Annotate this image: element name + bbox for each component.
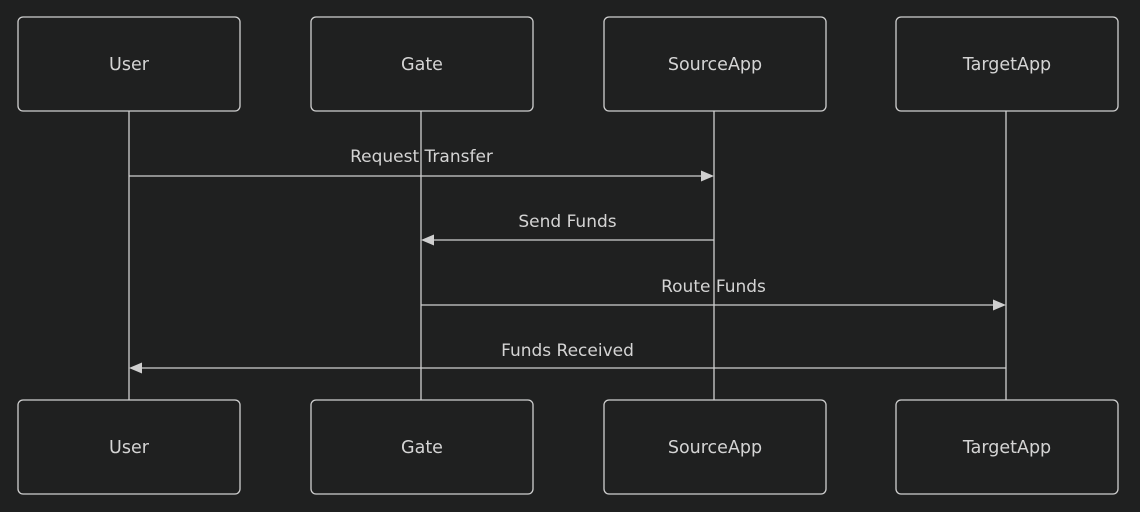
actor-box-rect: [603, 399, 827, 495]
actor-box-rect: [895, 16, 1119, 112]
message-label: Request Transfer: [350, 147, 493, 167]
message-label: Route Funds: [661, 277, 766, 297]
actor-box-gate-top[interactable]: Gate: [310, 16, 534, 112]
actor-box-sourceapp-top[interactable]: SourceApp: [603, 16, 827, 112]
actor-box-rect: [895, 399, 1119, 495]
actor-box-sourceapp-bottom[interactable]: SourceApp: [603, 399, 827, 495]
message-arrowhead: [701, 170, 714, 182]
message-label: Send Funds: [518, 212, 616, 232]
actor-label-sourceapp: SourceApp: [668, 438, 762, 458]
actor-label-targetapp: TargetApp: [962, 55, 1051, 75]
message-4[interactable]: Funds Received: [129, 341, 1006, 374]
actor-box-targetapp-bottom[interactable]: TargetApp: [895, 399, 1119, 495]
actor-box-rect: [310, 399, 534, 495]
message-arrowhead: [421, 234, 434, 246]
actor-label-user: User: [109, 438, 150, 458]
message-1[interactable]: Request Transfer: [129, 147, 714, 182]
actor-label-sourceapp: SourceApp: [668, 55, 762, 75]
actor-box-rect: [17, 399, 241, 495]
actor-box-rect: [310, 16, 534, 112]
actor-box-rect: [17, 16, 241, 112]
message-arrowhead: [993, 299, 1006, 311]
message-2[interactable]: Send Funds: [421, 212, 714, 246]
actor-label-user: User: [109, 55, 150, 75]
actor-label-gate: Gate: [401, 55, 443, 75]
actor-box-user-bottom[interactable]: User: [17, 399, 241, 495]
actor-boxes-bottom: User Gate SourceApp TargetApp: [17, 399, 1119, 495]
actor-box-gate-bottom[interactable]: Gate: [310, 399, 534, 495]
actor-box-user-top[interactable]: User: [17, 16, 241, 112]
message-label: Funds Received: [501, 341, 634, 361]
actor-box-rect: [603, 16, 827, 112]
actor-label-gate: Gate: [401, 438, 443, 458]
message-arrowhead: [129, 362, 142, 374]
message-3[interactable]: Route Funds: [421, 277, 1006, 311]
actor-boxes-top: User Gate SourceApp TargetApp: [17, 16, 1119, 112]
lifelines-layer: [128, 111, 1007, 400]
actor-label-targetapp: TargetApp: [962, 438, 1051, 458]
actor-box-targetapp-top[interactable]: TargetApp: [895, 16, 1119, 112]
